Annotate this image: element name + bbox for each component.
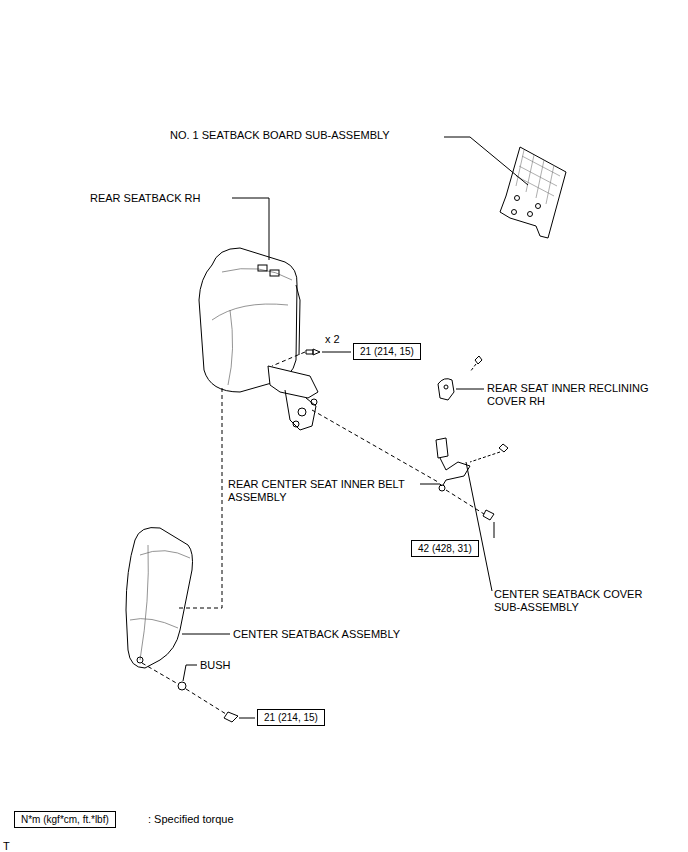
torque-value: 21 (214, 15): [264, 712, 318, 723]
legend-unit-box: N*m (kgf*cm, ft.*lbf): [14, 811, 116, 828]
reclining-cover: [438, 356, 482, 400]
torque-box: 21 (214, 15): [353, 343, 421, 360]
seatback-board: [500, 147, 566, 238]
part-label: : Specified torque: [148, 813, 268, 826]
leader-lines: [182, 137, 528, 718]
bolt: [224, 712, 238, 722]
hinge-bracket: [268, 366, 318, 430]
torque-value: N*m (kgf*cm, ft.*lbf): [21, 814, 109, 825]
part-label: REAR SEATBACK RH: [90, 192, 230, 205]
center-seatback: [126, 528, 193, 669]
torque-value: 21 (214, 15): [360, 346, 414, 357]
part-label: T: [3, 840, 15, 852]
torque-value: 42 (428, 31): [418, 543, 472, 554]
part-label: x 2: [325, 333, 355, 346]
assembly-lines: [142, 352, 484, 714]
part-label: CENTER SEATBACK ASSEMBLY: [233, 628, 433, 641]
part-label: CENTER SEATBACK COVER SUB-ASSEMBLY: [494, 588, 666, 614]
part-label: BUSH: [200, 659, 250, 672]
part-label: NO. 1 SEATBACK BOARD SUB-ASSEMBLY: [170, 129, 450, 142]
part-label: REAR CENTER SEAT INNER BELT ASSEMBLY: [228, 478, 423, 504]
torque-box: 21 (214, 15): [257, 709, 325, 726]
belt-assembly: [436, 438, 508, 520]
bush: [178, 682, 186, 690]
bolt: [306, 349, 320, 355]
torque-box: 42 (428, 31): [411, 540, 479, 557]
part-label: REAR SEAT INNER RECLINING COVER RH: [487, 382, 672, 408]
